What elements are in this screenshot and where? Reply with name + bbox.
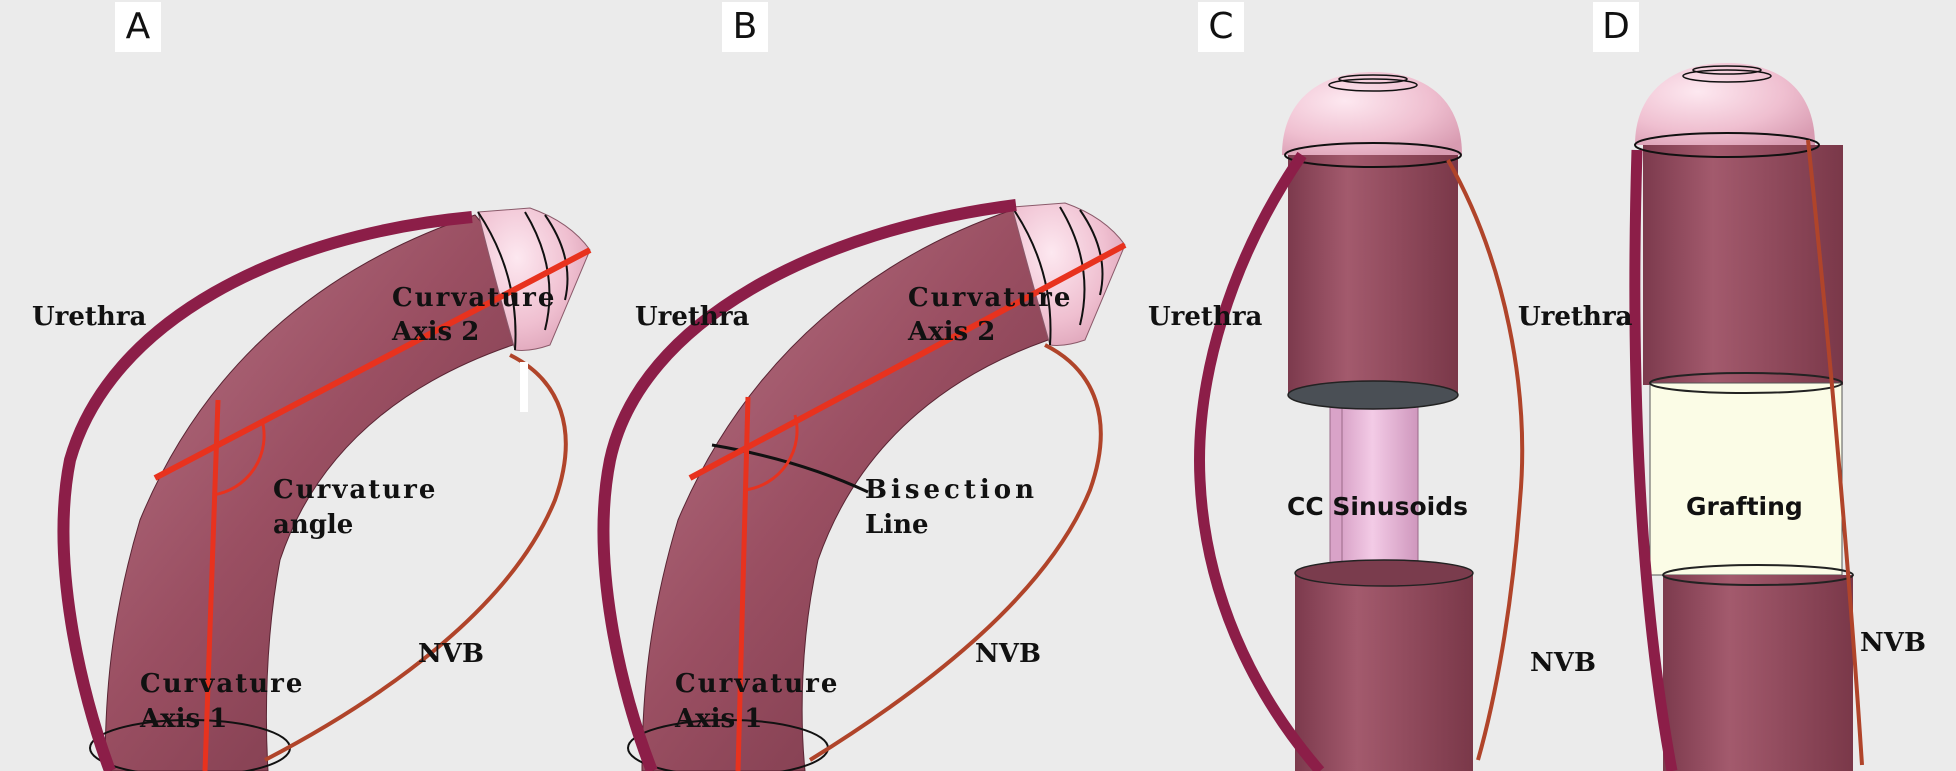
panel-c-drawing <box>1194 72 1525 771</box>
panel-d-upper-cylinder <box>1643 145 1843 385</box>
panel-d-drawing <box>1629 63 1864 771</box>
panel-b-letter: B <box>722 2 768 52</box>
panel-c-urethra-right-label: Urethra <box>1518 302 1633 332</box>
panel-d-letter: D <box>1593 2 1639 52</box>
panel-a-urethra-label: Urethra <box>32 302 147 332</box>
panel-d-urethra-label: Urethra <box>1518 302 1633 332</box>
panel-d-graft <box>1649 382 1843 576</box>
panel-a-angle-arc <box>212 419 266 497</box>
panel-c-lower-cylinder <box>1295 573 1473 771</box>
panel-c-nvb <box>1446 159 1525 761</box>
panel-b-urethra-label: Urethra <box>635 302 750 332</box>
panel-b-angle-arc <box>744 414 799 492</box>
panel-c-urethra <box>1194 151 1325 771</box>
panel-a-urethra <box>57 211 473 771</box>
panel-c-sinusoids-label: CC Sinusoids <box>1287 492 1468 521</box>
panel-d-nvb <box>1806 139 1864 766</box>
panel-b-axis2-label-2: Axis 2 <box>908 317 996 347</box>
panel-c-glans <box>1282 72 1462 155</box>
panel-b-nvb <box>808 343 1103 762</box>
panel-a-axis-2 <box>153 247 592 481</box>
panel-a-drawing <box>57 207 592 771</box>
panel-a-marker <box>520 362 528 412</box>
panel-c-letter: C <box>1198 2 1244 52</box>
panel-d-lower-cylinder <box>1663 575 1853 771</box>
panel-a-angle-label-2: angle <box>273 510 354 540</box>
panel-a-letter: A <box>115 2 161 52</box>
panel-b-axis1-label-1: Curvature <box>675 669 840 699</box>
panel-a-axis1-label-2: Axis 1 <box>140 704 228 734</box>
panel-d-grafting-label: Grafting <box>1686 492 1803 521</box>
panel-c-upper-cut <box>1287 380 1459 410</box>
panel-b-bisection-line <box>711 443 869 494</box>
panel-b-axis-1 <box>735 396 751 771</box>
panel-c-urethra-left-label: Urethra <box>1148 302 1263 332</box>
panel-d-glans <box>1635 63 1815 145</box>
panel-b-bisection-label-1: Bisection <box>865 475 1038 505</box>
panel-b-nvb-label: NVB <box>975 639 1041 669</box>
panel-b-urethra <box>597 199 1017 771</box>
panel-b-axis1-label-2: Axis 1 <box>675 704 763 734</box>
panel-a-angle-label-1: Curvature <box>273 475 438 505</box>
panel-a-axis1-label-1: Curvature <box>140 669 305 699</box>
panel-b-axis-2 <box>688 242 1127 481</box>
panel-a-axis2-label-1: Curvature <box>392 283 557 313</box>
panel-d-urethra <box>1629 149 1678 771</box>
panel-b-axis2-label-1: Curvature <box>908 283 1073 313</box>
panel-a-axis-1 <box>202 399 221 771</box>
panel-c-upper-cylinder <box>1288 155 1458 395</box>
panel-b-drawing <box>597 199 1127 771</box>
panel-d-nvb-label: NVB <box>1860 628 1926 658</box>
panel-a-axis2-label-2: Axis 2 <box>392 317 480 347</box>
panel-a-nvb-label: NVB <box>418 639 484 669</box>
panel-c-nvb-label: NVB <box>1530 648 1596 678</box>
panel-b-bisection-label-2: Line <box>865 510 929 540</box>
panel-c-lower-cut <box>1294 559 1474 587</box>
panel-a-nvb <box>264 353 568 762</box>
